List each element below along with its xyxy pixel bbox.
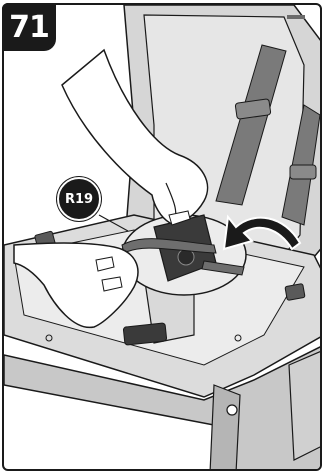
- illustration-frame: [2, 3, 322, 471]
- frame-bolt: [227, 405, 237, 415]
- right-side-clip: [285, 284, 305, 301]
- headrest-slot: [287, 15, 305, 19]
- crotch-strap-end: [123, 323, 167, 345]
- callout-label: R19: [57, 177, 101, 221]
- frame-leg: [210, 385, 240, 471]
- strap-adjuster-right: [290, 165, 316, 179]
- frame-leg-right: [289, 350, 322, 460]
- car-seat-illustration: [4, 5, 322, 471]
- step-number-badge: 71: [2, 3, 56, 51]
